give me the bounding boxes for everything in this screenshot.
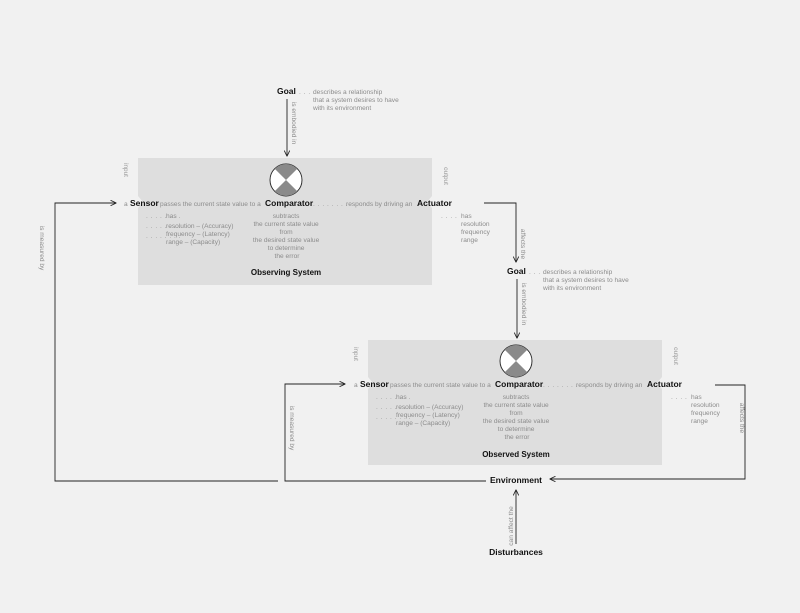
observed-affects-arrow bbox=[550, 384, 746, 479]
observed-responds-label: responds by driving an bbox=[576, 382, 643, 389]
observed-input-label: input bbox=[352, 347, 359, 361]
observed-embodied-label: is embodied in bbox=[520, 283, 527, 326]
observed-responds-dots: . . . . . . . . bbox=[543, 382, 578, 389]
observed-actuator-label: Actuator bbox=[647, 379, 683, 389]
observed-goal-dots: . . . . bbox=[529, 269, 545, 276]
observing-actuator-details: has resolution frequency range bbox=[461, 213, 492, 244]
observing-responds-label: responds by driving an bbox=[346, 201, 413, 208]
observing-affects-label: affects the bbox=[519, 229, 526, 260]
observing-passes-label: passes the current state value to a bbox=[160, 201, 261, 208]
observing-goal-label: Goal bbox=[277, 86, 296, 96]
observing-sensor-details: has resolution – (Accuracy) frequency – … bbox=[166, 213, 235, 246]
observed-comparator-details: subtracts the current state value from t… bbox=[483, 394, 551, 441]
observing-comparator-details: subtracts the current state value from t… bbox=[253, 213, 321, 260]
observed-a-prefix: a bbox=[354, 382, 358, 389]
observed-comparator-label: Comparator bbox=[495, 379, 544, 389]
inner-measured-label: is measured by bbox=[288, 406, 295, 451]
observed-sensor-details: has resolution – (Accuracy) frequency – … bbox=[396, 394, 465, 427]
observed-goal-label: Goal bbox=[507, 266, 526, 276]
observing-responds-dots: . . . . . . . . bbox=[313, 201, 348, 208]
observed-output-label: output bbox=[672, 347, 679, 365]
observing-goal-desc: describes a relationship that a system d… bbox=[312, 89, 401, 112]
observing-output-label: output bbox=[442, 167, 449, 185]
observed-sensor-label: Sensor bbox=[360, 379, 390, 389]
observed-system: input output Goal . . . . describes a re… bbox=[352, 266, 722, 465]
observing-comparator-icon bbox=[269, 163, 303, 197]
observed-sensor-dots: . . . . . . . . . . . . . . . . . . . . … bbox=[376, 394, 413, 421]
observing-affects-arrow bbox=[484, 202, 516, 262]
observing-embodied-label: is embodied in bbox=[290, 102, 297, 145]
inner-measured-arrow bbox=[284, 384, 486, 482]
observed-actuator-dots: . . . . bbox=[671, 394, 687, 401]
observing-a-prefix: a bbox=[124, 201, 128, 208]
observing-sensor-label: Sensor bbox=[130, 198, 160, 208]
observing-goal-dots: . . . . bbox=[299, 89, 315, 96]
observed-actuator-details: has resolution frequency range bbox=[691, 394, 722, 425]
observing-actuator-dots: . . . . bbox=[441, 213, 457, 220]
observed-passes-label: passes the current state value to a bbox=[390, 382, 491, 389]
observed-goal-desc: describes a relationship that a system d… bbox=[542, 269, 631, 292]
can-affect-label: can affect the bbox=[508, 506, 515, 546]
observed-system-title: Observed System bbox=[482, 450, 550, 459]
outer-measured-arrow bbox=[54, 203, 278, 482]
observing-comparator-label: Comparator bbox=[265, 198, 314, 208]
observed-comparator-icon bbox=[499, 344, 533, 378]
observing-input-label: input bbox=[122, 163, 129, 177]
observing-sensor-dots: . . . . . . . . . . . . . . . . . . . . … bbox=[146, 213, 183, 240]
observed-system-box bbox=[368, 340, 662, 465]
observing-system: input output Goal . . . . describes a re… bbox=[122, 86, 492, 285]
observed-affects-label: affects the bbox=[738, 403, 745, 434]
observing-system-box bbox=[138, 158, 432, 285]
observing-actuator-label: Actuator bbox=[417, 198, 453, 208]
disturbances-label: Disturbances bbox=[489, 547, 543, 557]
observing-system-title: Observing System bbox=[251, 268, 321, 277]
outer-measured-label: is measured by bbox=[38, 226, 45, 271]
environment-label: Environment bbox=[490, 475, 542, 485]
